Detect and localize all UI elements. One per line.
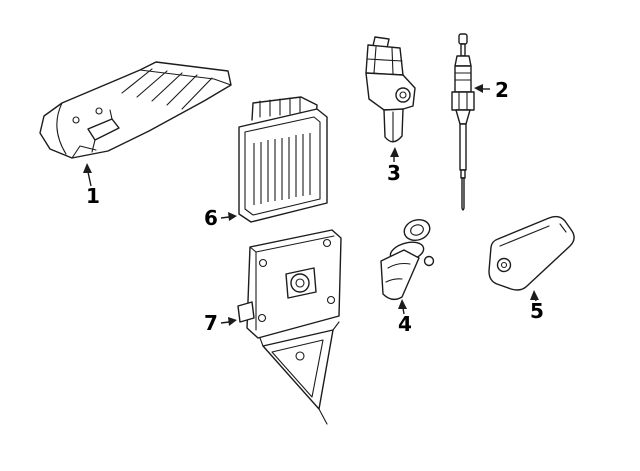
part-1-label: 1 (86, 184, 100, 208)
part-3-label: 3 (387, 161, 401, 185)
callout-part-3: 3 (387, 147, 401, 185)
callout-7-arrow (220, 321, 230, 324)
part-4-drawing (380, 218, 435, 301)
part-7-label: 7 (204, 311, 218, 335)
callout-6-arrowhead (228, 212, 237, 221)
callout-part-5: 5 (530, 290, 544, 323)
callout-6-arrow (220, 216, 230, 219)
part-4-label: 4 (398, 312, 412, 336)
part-2-label: 2 (495, 78, 509, 102)
part-3-drawing (365, 36, 416, 143)
callout-2-arrowhead (474, 84, 483, 93)
callout-3-arrowhead (390, 147, 399, 157)
callout-7-arrowhead (228, 317, 237, 326)
part-5-label: 5 (530, 299, 544, 323)
part-6-drawing (238, 96, 328, 223)
callout-4-arrowhead (398, 299, 407, 309)
callout-part-6: 6 (204, 206, 237, 230)
part-7-drawing (237, 229, 342, 425)
callout-1-arrowhead (83, 163, 92, 173)
callout-5-arrowhead (530, 290, 539, 300)
callout-1-arrow (87, 171, 92, 187)
part-1-drawing (39, 61, 232, 159)
callout-part-7: 7 (204, 311, 237, 335)
callout-part-1: 1 (83, 163, 100, 208)
callout-part-4: 4 (398, 299, 412, 336)
callout-part-2: 2 (474, 78, 509, 102)
part-6-label: 6 (204, 206, 218, 230)
part-5-drawing (488, 215, 575, 291)
part-2-drawing (451, 33, 475, 211)
